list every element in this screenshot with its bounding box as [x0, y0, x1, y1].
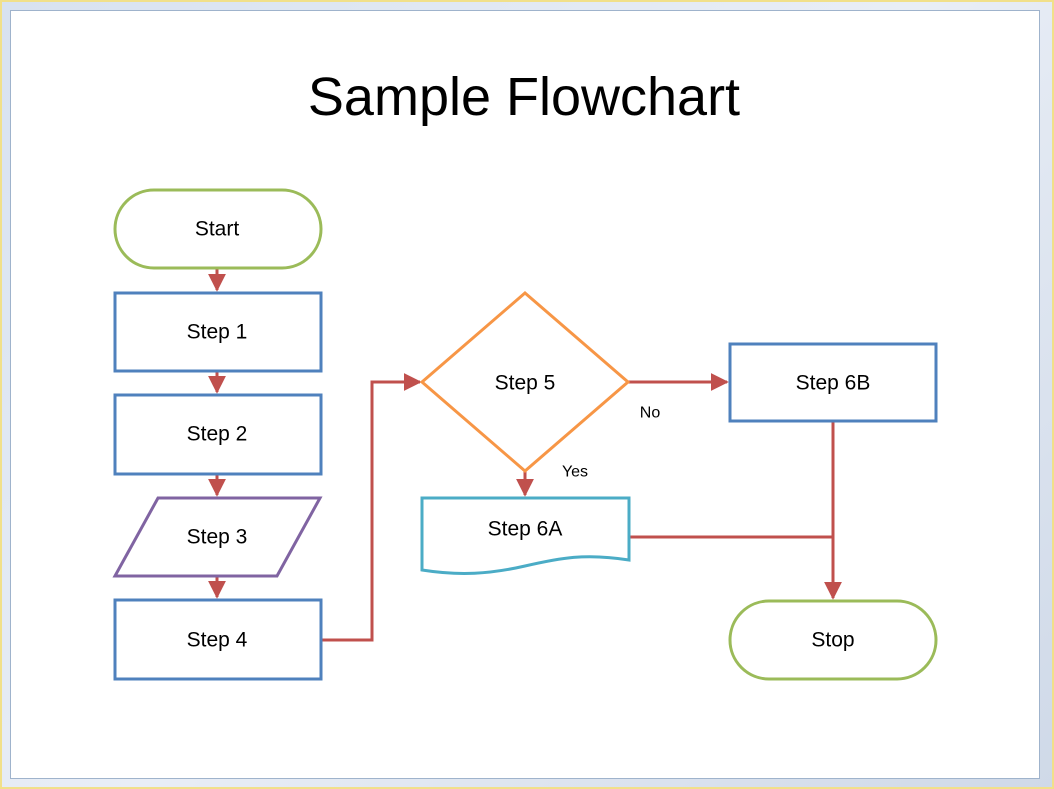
step6b-label: Step 6B: [796, 372, 871, 395]
step2-label: Step 2: [187, 423, 248, 446]
start-terminal-shape: [113, 188, 323, 270]
step6a-document-shape: [420, 496, 631, 575]
page-title: Sample Flowchart: [307, 67, 741, 127]
step6b-process-box: [728, 342, 938, 423]
step6a-label: Step 6A: [488, 518, 563, 541]
stop-label: Stop: [811, 629, 854, 652]
step1-label: Step 1: [187, 321, 248, 344]
step4-process-box: [113, 598, 323, 681]
edge-label-yes: Yes: [562, 464, 588, 481]
step1-process-box: [113, 291, 323, 373]
step5-label: Step 5: [495, 372, 556, 395]
step5-decision-shape: [419, 291, 631, 473]
step4-label: Step 4: [187, 629, 248, 652]
step3-label: Step 3: [187, 526, 248, 549]
connector-step4-step5: [321, 373, 422, 642]
stop-terminal-shape: [728, 599, 938, 681]
edge-label-no: No: [640, 405, 661, 422]
step3-io-shape: [112, 496, 323, 578]
step2-process-box: [113, 393, 323, 476]
start-label: Start: [195, 218, 240, 241]
